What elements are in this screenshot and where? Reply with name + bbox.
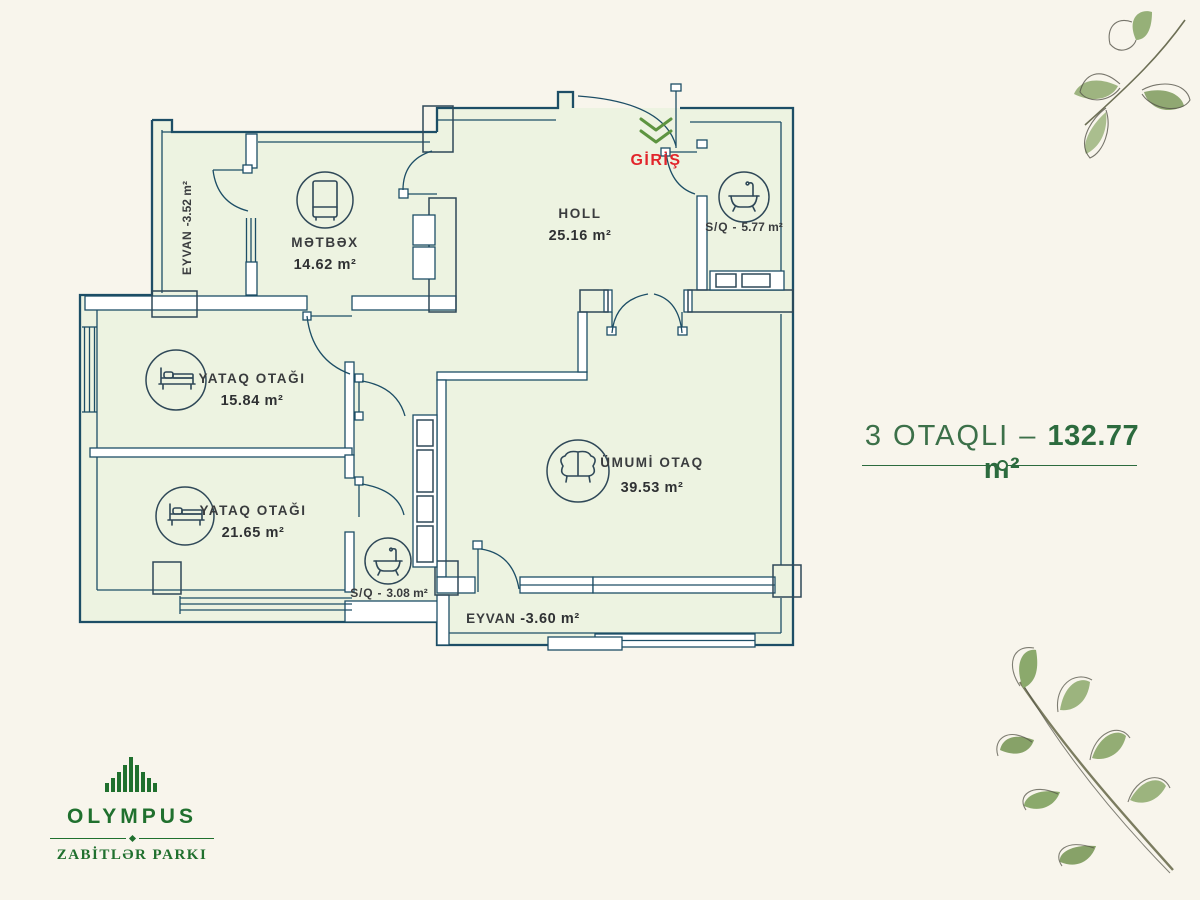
fitted-furniture [412,214,785,568]
brand-logo: OLYMPUS ZABİTLƏR PARKI [42,752,222,864]
apartment-summary: 3 OTAQLI – 132.77 m² [852,420,1152,486]
room-area-hall: 25.16 m² [549,228,612,244]
summary-area: 132.77 m² [984,420,1140,485]
interior-walls [84,133,776,646]
bathtub-icon [364,537,412,585]
room-area-bedroom1: 15.84 m² [221,393,284,409]
leaf-decoration-top-right [1074,11,1191,159]
wardrobe [412,414,438,568]
window-bedroom2-bottom [179,596,352,614]
leaf-decoration-bottom-right [996,647,1174,874]
room-area-kitchen: 14.62 m² [294,257,357,273]
window-bedroom1-left [82,326,97,413]
room-label-balcony-bottom: EYVAN -3.60 m² [466,611,580,627]
room-label-bedroom2: YATAQ OTAĞI [199,503,306,518]
summary-type: 3 OTAQLI – [864,420,1048,452]
fridge-icon [296,171,354,229]
window-balcony-bottom [547,633,756,651]
room-area-bedroom2: 21.65 m² [222,525,285,541]
doors [212,83,697,592]
logo-divider [50,834,214,843]
room-label-kitchen: MƏTBƏX [291,235,358,250]
double-chevron-down-icon [639,117,673,144]
bath-large-door [660,147,697,195]
bedroom2-door [354,476,405,517]
apartment-floor [80,92,793,645]
window-balcony-kitchen [245,218,257,262]
corridor-door [354,373,406,421]
kitchen-door [398,150,437,199]
entrance-door [577,83,682,148]
sofa-icon [546,439,610,503]
entrance-label: GİRİŞ [630,151,681,169]
brand-name: OLYMPUS [67,805,197,828]
room-area-living: 39.53 m² [621,480,684,496]
summary-divider-ring-icon [997,460,1008,471]
brand-project: ZABİTLƏR PARKI [56,847,208,863]
room-label-bedroom1: YATAQ OTAĞI [198,371,305,386]
bathtub-icon [718,171,770,223]
room-label-bath-small: S/Q - 3.08 m² [350,586,428,600]
balcony-bottom-door [472,540,520,592]
diamond-icon [128,834,136,843]
hall-living-double-door [606,293,688,336]
balcony-left-door [212,164,253,212]
vanity [709,270,785,291]
room-label-balcony-left: EYVAN -3.52 m² [180,181,194,275]
room-labels: GİRİŞ MƏTBƏX 14.62 m² HOLL 25.16 m² S/Q … [180,151,783,627]
room-label-living: ÜMUMİ OTAQ [600,455,704,470]
bed-icon [145,349,207,411]
mountain-logo-icon [105,755,157,792]
hatched-walls [151,105,802,598]
windows [82,218,756,651]
room-label-bath-large: S/Q - 5.77 m² [705,220,783,234]
bedroom1-door [302,311,352,375]
bed-icon [155,486,215,546]
room-label-hall: HOLL [558,206,601,221]
